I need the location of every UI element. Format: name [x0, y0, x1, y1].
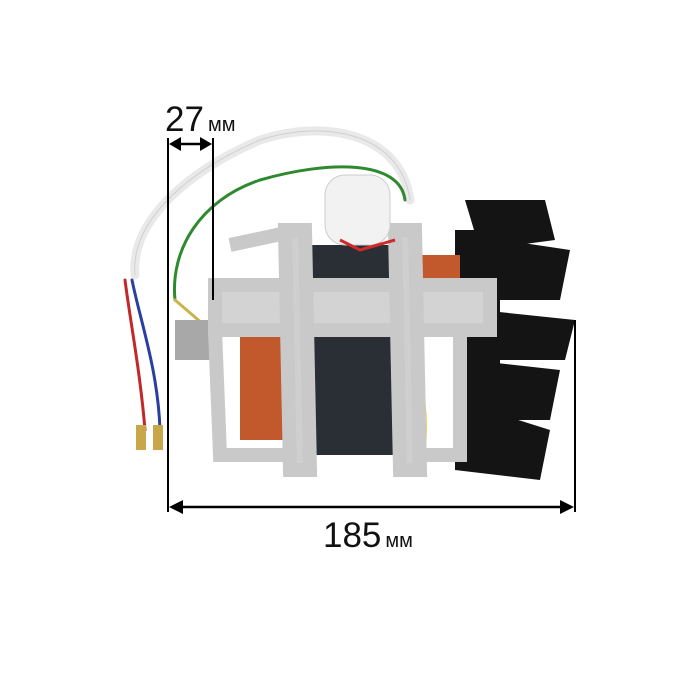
terminal: [153, 425, 163, 450]
frame: [208, 223, 497, 477]
capacitor: [324, 174, 396, 252]
terminal: [136, 425, 146, 450]
length-value: 185: [323, 516, 382, 555]
width-value: 27: [165, 100, 204, 139]
length-unit: мм: [385, 530, 413, 552]
width-unit: мм: [207, 114, 236, 136]
fan: [455, 200, 575, 480]
dimension-lines: [167, 137, 576, 514]
